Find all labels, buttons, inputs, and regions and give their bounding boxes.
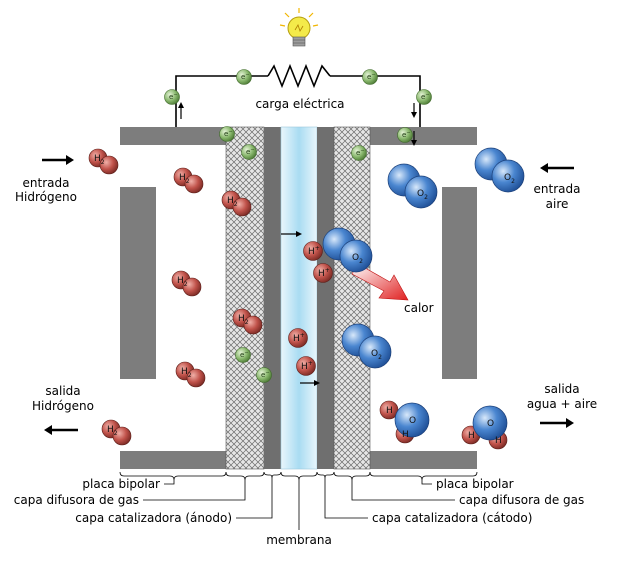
- svg-text:H2: H2: [181, 367, 192, 379]
- oxygen-molecules: O2 O2 O2 O2: [322, 147, 525, 369]
- protons: H+ H+ H+ H+: [288, 241, 333, 376]
- gas-diffusion-layer-cathode: [333, 126, 371, 470]
- membrane-label: membrana: [266, 533, 332, 547]
- hydrogen-molecule: H2: [171, 270, 202, 297]
- svg-text:O2: O2: [352, 253, 363, 265]
- load-label: carga eléctrica: [255, 97, 344, 111]
- svg-text:H2: H2: [177, 276, 188, 288]
- svg-text:e−: e−: [224, 129, 233, 138]
- water-molecule: H H O: [461, 405, 508, 450]
- electron: e−: [416, 89, 432, 105]
- layer-labels: placa bipolar capa difusora de gas capa …: [14, 477, 585, 547]
- outlet-label-2: agua + aire: [527, 397, 597, 411]
- catalyst-anode-label: capa catalizadora (ánodo): [75, 511, 232, 525]
- flow-arrows: [42, 102, 574, 435]
- electron: e−: [219, 126, 235, 142]
- svg-text:H+: H+: [301, 360, 313, 372]
- hydrogen-molecule: H2: [232, 308, 263, 335]
- light-bulb-icon: [279, 8, 319, 47]
- proton: H+: [296, 356, 316, 376]
- svg-text:H2: H2: [94, 154, 105, 166]
- hydrogen-inlet-label: entrada: [23, 176, 70, 190]
- proton: H+: [303, 241, 323, 261]
- svg-text:H2: H2: [227, 196, 238, 208]
- svg-text:e−: e−: [246, 147, 255, 156]
- air-inlet-label: entrada: [534, 182, 581, 196]
- heat-label: calor: [404, 301, 434, 315]
- svg-text:H+: H+: [308, 245, 320, 257]
- electron: e−: [362, 69, 378, 85]
- svg-text:H+: H+: [318, 267, 330, 279]
- hydrogen-outlet-label-2: Hidrógeno: [32, 399, 94, 413]
- svg-text:e−: e−: [421, 92, 430, 101]
- water-molecule: H H O: [379, 400, 430, 444]
- resistor-symbol: [267, 63, 331, 89]
- svg-text:e−: e−: [241, 72, 250, 81]
- svg-text:O: O: [487, 419, 494, 429]
- hydrogen-molecule: H2: [101, 419, 132, 446]
- svg-text:e−: e−: [261, 370, 270, 379]
- oxygen-molecule: O2: [474, 147, 525, 193]
- electron: e−: [256, 367, 272, 383]
- outlet-label: salida: [544, 382, 579, 396]
- svg-text:H: H: [386, 406, 393, 416]
- heat-arrow: [351, 263, 409, 301]
- svg-text:H2: H2: [179, 173, 190, 185]
- air-inlet-label-2: aire: [546, 197, 569, 211]
- electrons: e− e− e− e− e− e− e− e− e− e−: [164, 69, 432, 383]
- gas-diffusion-layer-anode: [225, 126, 265, 470]
- bipolar-plate-right-label: placa bipolar: [436, 477, 514, 491]
- hydrogen-molecule: H2: [173, 167, 204, 194]
- bipolar-plate-left-label: placa bipolar: [82, 477, 160, 491]
- gas-diffusion-layer-right-label: capa difusora de gas: [459, 493, 584, 507]
- hydrogen-molecule: H2: [175, 361, 206, 388]
- water-molecules: H H O H H O: [379, 400, 508, 450]
- proton: H+: [288, 328, 308, 348]
- hydrogen-molecule: H2: [221, 190, 252, 217]
- oxygen-molecule: O2: [322, 227, 373, 273]
- external-circuit: carga eléctrica: [175, 63, 421, 127]
- electron: e−: [241, 144, 257, 160]
- svg-text:O2: O2: [371, 349, 382, 361]
- catalyst-layer-anode: [264, 127, 281, 469]
- hydrogen-molecules: H2 H2 H2 H2 H2 H2 H2: [88, 148, 263, 446]
- svg-text:H2: H2: [238, 314, 249, 326]
- svg-text:O: O: [409, 416, 416, 426]
- svg-text:e−: e−: [240, 350, 249, 359]
- svg-text:e−: e−: [367, 72, 376, 81]
- oxygen-molecule: O2: [341, 323, 392, 369]
- svg-text:H: H: [468, 431, 475, 441]
- svg-text:H: H: [402, 430, 409, 440]
- svg-text:O2: O2: [504, 173, 515, 185]
- electron: e−: [236, 69, 252, 85]
- svg-text:e−: e−: [169, 92, 178, 101]
- electron: e−: [351, 145, 367, 161]
- flow-labels: entrada Hidrógeno salida Hidrógeno entra…: [15, 176, 597, 413]
- svg-text:H+: H+: [293, 332, 305, 344]
- svg-text:e−: e−: [356, 148, 365, 157]
- hydrogen-inlet-label-2: Hidrógeno: [15, 190, 77, 204]
- catalyst-cathode-label: capa catalizadora (cátodo): [372, 511, 532, 525]
- electron: e−: [397, 127, 413, 143]
- hydrogen-molecule: H2: [88, 148, 119, 175]
- svg-text:H: H: [495, 436, 502, 446]
- oxygen-molecule: O2: [387, 163, 438, 209]
- proton: H+: [313, 263, 333, 283]
- electron: e−: [235, 347, 251, 363]
- hydrogen-outlet-label: salida: [45, 384, 80, 398]
- svg-text:e−: e−: [402, 130, 411, 139]
- layer-braces: [119, 471, 478, 530]
- svg-text:H2: H2: [107, 425, 118, 437]
- gas-diffusion-layer-left-label: capa difusora de gas: [14, 493, 139, 507]
- electron: e−: [164, 89, 180, 105]
- svg-text:O2: O2: [417, 189, 428, 201]
- membrane: [280, 126, 318, 470]
- catalyst-layer-cathode: [317, 127, 334, 469]
